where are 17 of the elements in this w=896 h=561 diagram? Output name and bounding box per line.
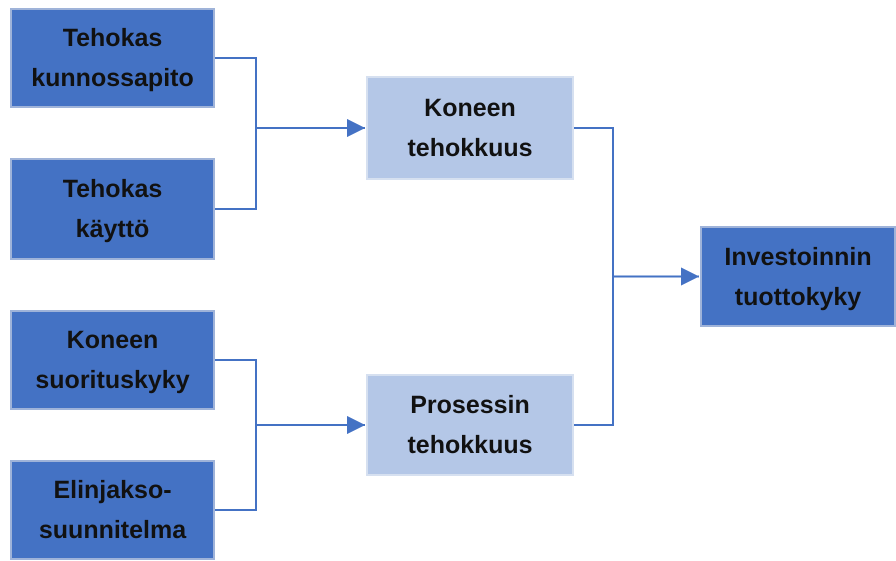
connector-arrow xyxy=(574,268,699,426)
process-box xyxy=(10,8,215,108)
process-box xyxy=(366,76,574,180)
box-label: Tehokas käyttö xyxy=(62,174,164,245)
connector-arrow xyxy=(215,416,365,511)
box-label: Koneen tehokkuus xyxy=(406,93,534,164)
box-label: Tehokas kunnossapito xyxy=(30,23,195,94)
box-label: Koneen suorituskyky xyxy=(34,325,191,396)
process-box xyxy=(366,374,574,476)
process-box xyxy=(10,460,215,560)
process-box xyxy=(700,226,896,327)
process-box xyxy=(10,158,215,260)
box-label: Elinjakso- suunnitelma xyxy=(38,475,188,546)
box-label: Investoinnin tuottokyky xyxy=(723,242,873,312)
process-box xyxy=(10,310,215,410)
connector-arrow xyxy=(215,119,365,210)
box-label: Prosessin tehokkuus xyxy=(406,390,534,461)
